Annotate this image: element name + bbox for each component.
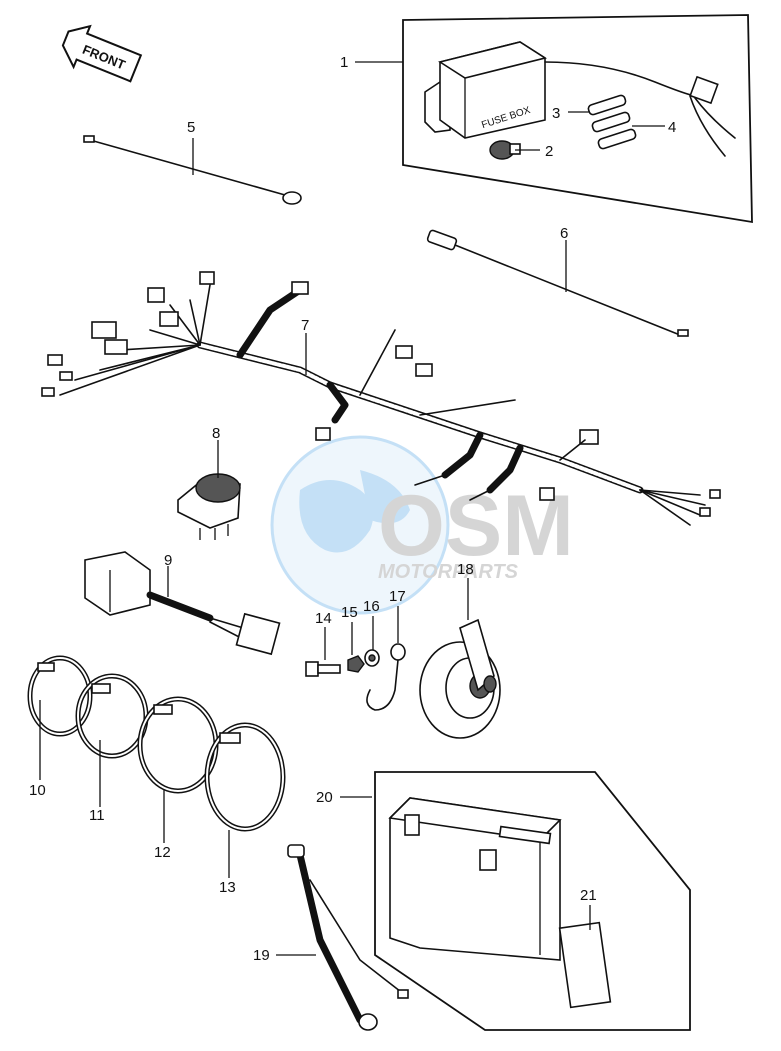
callout-5: 5 bbox=[187, 119, 195, 136]
callout-4: 4 bbox=[668, 119, 676, 136]
fuse-box-frame bbox=[402, 14, 753, 224]
battery-frame bbox=[374, 771, 691, 1031]
fuse-4b bbox=[597, 128, 637, 150]
callout-10: 10 bbox=[29, 782, 46, 799]
front-arrow-icon: FRONT bbox=[61, 24, 143, 83]
ground-lead-5 bbox=[83, 135, 302, 205]
callout-18: 18 bbox=[457, 561, 474, 578]
horn-18 bbox=[419, 618, 501, 739]
battery-20 bbox=[388, 797, 562, 961]
fuse-cap bbox=[489, 140, 521, 160]
nut-15 bbox=[347, 655, 365, 673]
osm-watermark: OSM MOTORPARTS bbox=[270, 435, 574, 615]
callout-11: 11 bbox=[89, 807, 105, 824]
callout-9: 9 bbox=[164, 552, 172, 569]
lead-17 bbox=[366, 643, 406, 711]
callout-15: 15 bbox=[341, 604, 358, 621]
callout-16: 16 bbox=[363, 598, 380, 615]
main-harness bbox=[41, 271, 721, 526]
callout-13: 13 bbox=[219, 879, 236, 896]
callout-14: 14 bbox=[315, 610, 332, 627]
callout-3: 3 bbox=[552, 105, 560, 122]
clamp-13 bbox=[204, 722, 286, 832]
flasher-9 bbox=[84, 551, 281, 656]
callout-6: 6 bbox=[560, 225, 568, 242]
callout-leaders bbox=[39, 61, 665, 956]
callout-7: 7 bbox=[301, 317, 309, 334]
callout-8: 8 bbox=[212, 425, 220, 442]
callout-20: 20 bbox=[316, 789, 333, 806]
battery-lead-19 bbox=[287, 844, 409, 1031]
lead-6 bbox=[426, 229, 689, 337]
callout-1: 1 bbox=[340, 54, 348, 71]
callout-numbers: 1 2 3 4 5 6 7 8 9 10 11 12 13 14 15 16 1… bbox=[29, 54, 676, 964]
callout-21: 21 bbox=[580, 887, 597, 904]
fuse-3 bbox=[587, 94, 627, 116]
clamp-10 bbox=[27, 655, 93, 737]
callout-12: 12 bbox=[154, 844, 171, 861]
callout-19: 19 bbox=[253, 947, 270, 964]
callout-17: 17 bbox=[389, 588, 406, 605]
bolt-14 bbox=[305, 661, 341, 677]
relay-8 bbox=[177, 473, 241, 540]
watermark-sub: MOTORPARTS bbox=[378, 561, 519, 583]
washer-16 bbox=[364, 649, 380, 667]
fuse-4a bbox=[591, 111, 631, 133]
fuse-box: FUSE BOX bbox=[424, 41, 736, 157]
battery-label-21 bbox=[558, 921, 612, 1009]
callout-2: 2 bbox=[545, 143, 553, 160]
